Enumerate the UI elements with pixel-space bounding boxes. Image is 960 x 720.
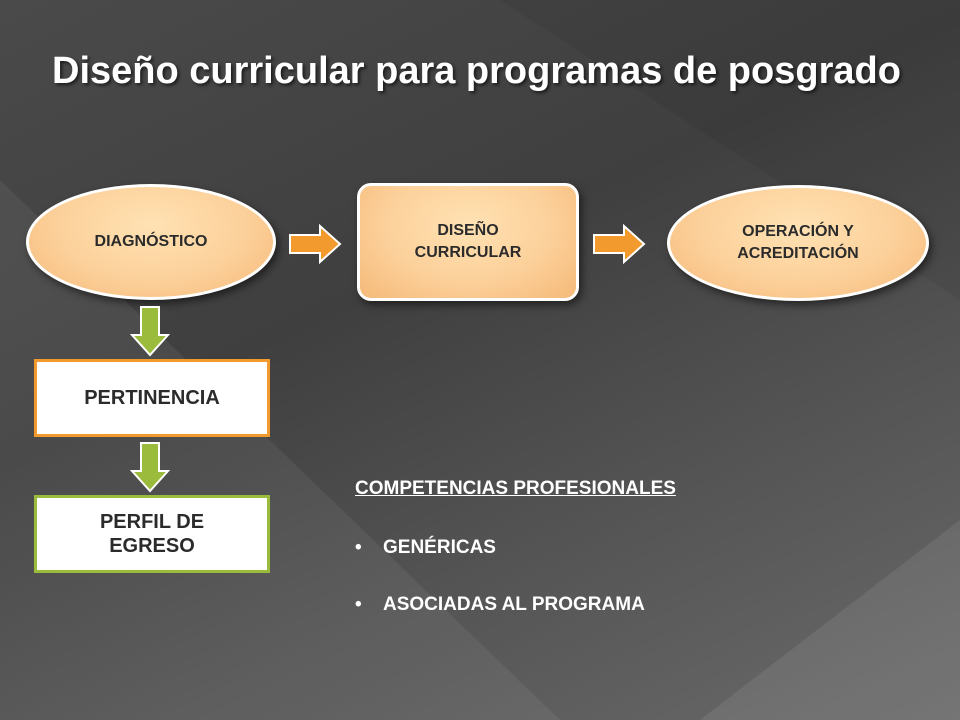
competencia-item-label: GENÉRICAS	[383, 537, 496, 558]
competencia-item-genericas: • GENÉRICAS	[355, 537, 496, 559]
diagnostico-node: DIAGNÓSTICO	[26, 184, 276, 300]
bullet-marker: •	[355, 537, 362, 558]
diseno-label-line1: DISEÑO	[437, 222, 499, 239]
diseno-curricular-node: DISEÑO CURRICULAR	[357, 183, 579, 301]
arrow-down-1	[130, 306, 170, 357]
pertinencia-box: PERTINENCIA	[34, 359, 270, 437]
perfil-label-line2: EGRESO	[109, 535, 195, 557]
perfil-egreso-box: PERFIL DE EGRESO	[34, 495, 270, 573]
arrow-right-1	[289, 224, 342, 264]
arrow-right-2	[593, 224, 646, 264]
page-title: Diseño curricular para programas de posg…	[52, 50, 901, 92]
arrow-down-2	[130, 442, 170, 493]
bullet-marker: •	[355, 594, 362, 615]
competencia-item-label: ASOCIADAS AL PROGRAMA	[383, 594, 645, 615]
operacion-acreditacion-node: OPERACIÓN Y ACREDITACIÓN	[667, 185, 929, 301]
diseno-label-line2: CURRICULAR	[414, 244, 522, 261]
competencia-item-asociadas: • ASOCIADAS AL PROGRAMA	[355, 594, 645, 616]
perfil-label-line1: PERFIL DE	[99, 511, 205, 533]
operacion-label-line2: ACREDITACIÓN	[737, 245, 859, 262]
competencias-heading: COMPETENCIAS PROFESIONALES	[355, 478, 676, 499]
diagnostico-label: DIAGNÓSTICO	[94, 233, 208, 250]
pertinencia-label: PERTINENCIA	[84, 387, 220, 409]
operacion-label-line1: OPERACIÓN Y	[742, 223, 854, 240]
